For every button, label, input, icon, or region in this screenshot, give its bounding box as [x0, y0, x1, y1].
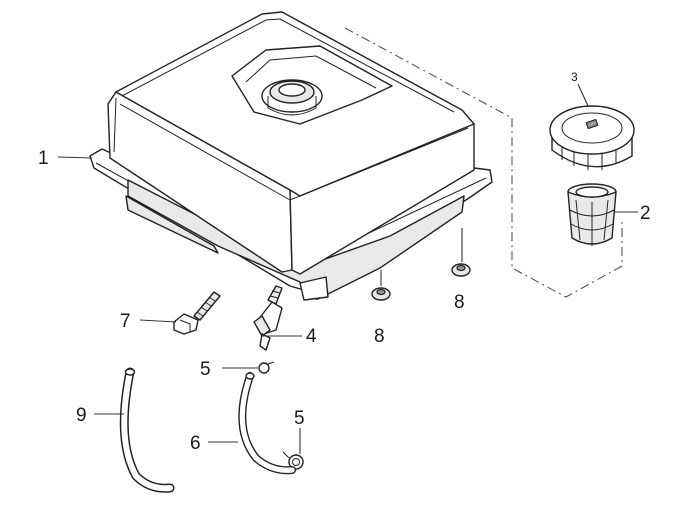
callout-6: 6 — [190, 433, 201, 454]
callout-5-lower: 5 — [294, 408, 305, 429]
callout-9: 9 — [76, 405, 87, 426]
fuel-hose — [238, 372, 296, 475]
breather-tube — [119, 367, 175, 493]
callout-8-right: 8 — [454, 292, 465, 313]
fuel-valve — [253, 285, 283, 351]
hose-clip-upper — [222, 361, 275, 374]
hose-clip-lower — [282, 451, 304, 470]
assembly-dash-line — [344, 27, 623, 298]
fuel-strainer — [567, 183, 617, 246]
callout-8-left: 8 — [374, 326, 385, 347]
callout-7: 7 — [120, 311, 131, 332]
callout-4: 4 — [306, 326, 317, 347]
flange-bolt — [173, 291, 221, 335]
fuel-cap: 3 — [549, 70, 635, 170]
callout-2: 2 — [640, 203, 651, 224]
cap-embossed-mark: 3 — [571, 70, 578, 84]
callout-5-upper: 5 — [200, 359, 211, 380]
leader-lines — [57, 83, 638, 454]
callout-1: 1 — [38, 148, 49, 169]
grommet-left — [371, 270, 391, 301]
grommet-right — [451, 228, 471, 277]
fuel-tank — [89, 11, 493, 301]
